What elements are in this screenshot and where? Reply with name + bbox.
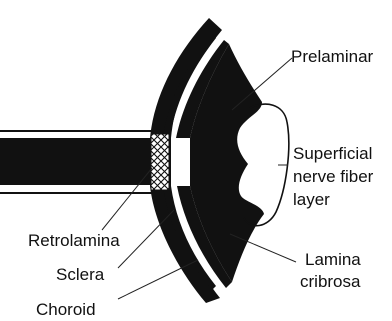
label-superficial-line1: Superficial <box>293 143 372 164</box>
label-lamina-line1: Lamina <box>305 249 361 270</box>
leader-choroid <box>118 260 198 299</box>
optic-nerve-retrolamina <box>0 138 152 185</box>
label-retrolamina: Retrolamina <box>28 230 120 251</box>
lamina-cribrosa <box>151 134 169 190</box>
label-superficial-line3: layer <box>293 189 330 210</box>
label-prelaminar: Prelaminar <box>291 46 373 67</box>
label-sclera: Sclera <box>56 264 104 285</box>
label-superficial-line2: nerve fiber <box>293 166 373 187</box>
label-lamina-line2: cribrosa <box>300 271 360 292</box>
label-choroid: Choroid <box>36 299 96 320</box>
